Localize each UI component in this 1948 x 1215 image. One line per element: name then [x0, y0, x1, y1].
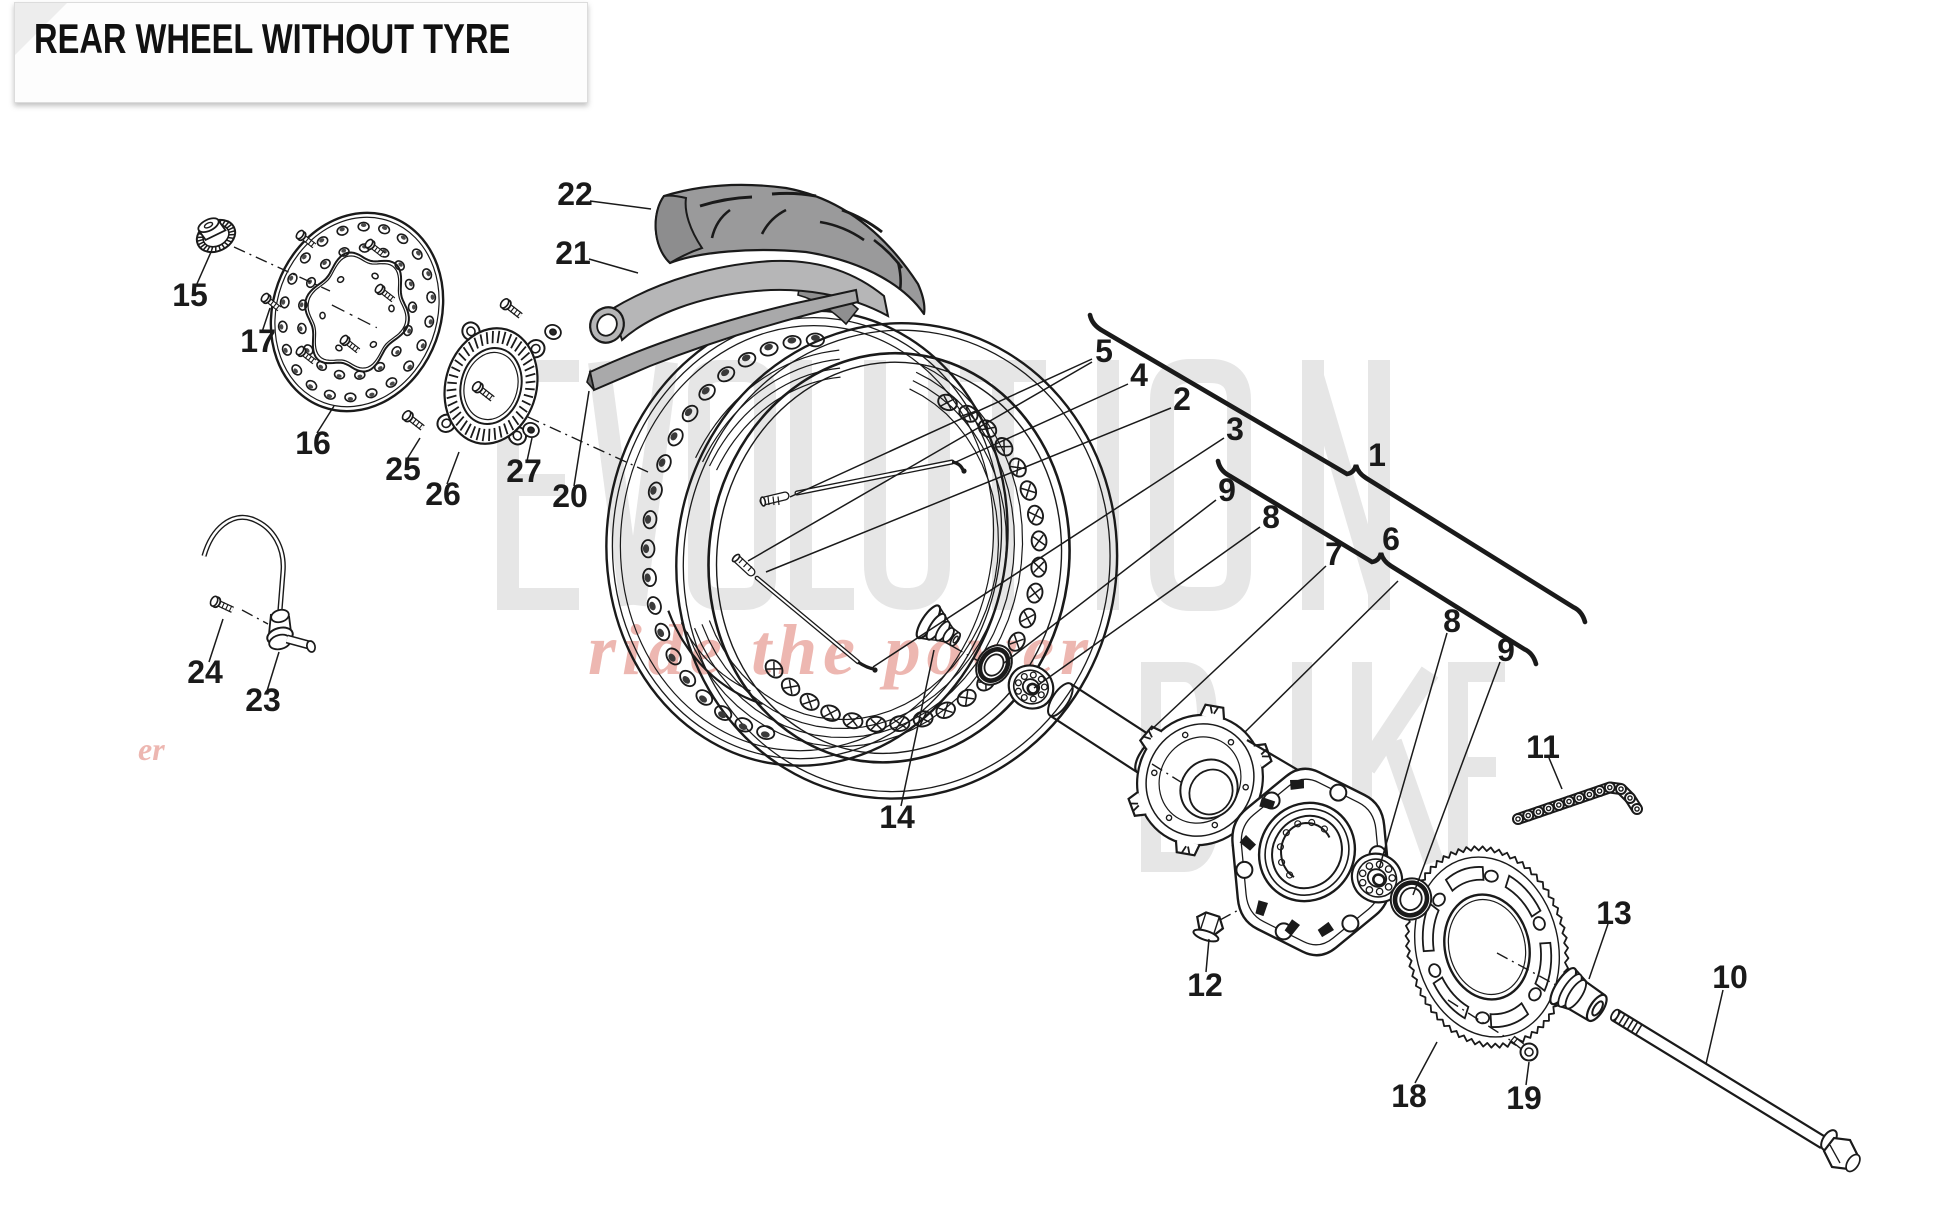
svg-text:6: 6: [1382, 521, 1400, 557]
svg-text:1: 1: [1368, 437, 1386, 473]
svg-text:11: 11: [1526, 729, 1560, 765]
svg-text:12: 12: [1187, 967, 1223, 1003]
svg-text:9: 9: [1218, 472, 1236, 508]
svg-text:26: 26: [425, 476, 461, 512]
svg-text:er: er: [138, 731, 165, 767]
svg-text:3: 3: [1226, 411, 1244, 447]
svg-text:25: 25: [385, 451, 421, 487]
svg-text:2: 2: [1173, 381, 1191, 417]
svg-text:7: 7: [1325, 536, 1343, 572]
svg-text:19: 19: [1506, 1080, 1542, 1116]
svg-text:17: 17: [240, 323, 276, 359]
svg-text:18: 18: [1391, 1078, 1427, 1114]
svg-text:24: 24: [187, 654, 223, 690]
svg-text:9: 9: [1497, 632, 1515, 668]
svg-text:16: 16: [295, 425, 331, 461]
svg-text:27: 27: [506, 453, 542, 489]
svg-text:15: 15: [172, 277, 208, 313]
svg-text:20: 20: [552, 478, 588, 514]
svg-text:14: 14: [879, 799, 915, 835]
svg-text:8: 8: [1262, 499, 1280, 535]
svg-text:22: 22: [557, 176, 593, 212]
svg-text:13: 13: [1596, 895, 1632, 931]
svg-text:8: 8: [1443, 603, 1461, 639]
svg-text:10: 10: [1712, 959, 1748, 995]
svg-text:21: 21: [555, 235, 591, 271]
svg-text:5: 5: [1095, 333, 1113, 369]
svg-text:23: 23: [245, 682, 281, 718]
svg-text:4: 4: [1130, 357, 1148, 393]
